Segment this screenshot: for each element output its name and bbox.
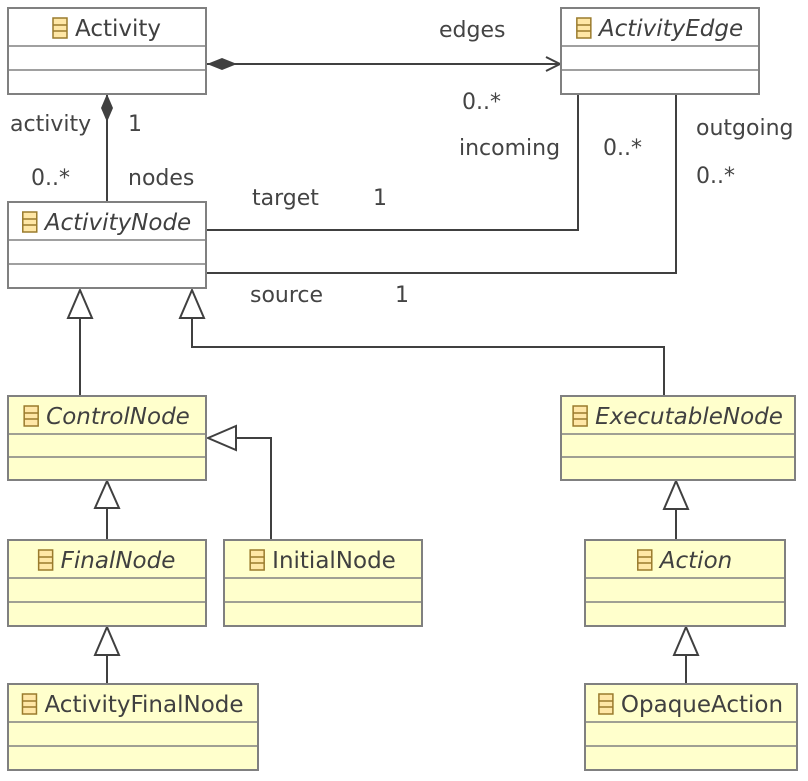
- composition-diamond-icon: [207, 58, 237, 70]
- generalization-arrow-icon: [93, 478, 121, 509]
- class-box-frame: [7, 683, 259, 771]
- label-target-multiplicity: 1: [373, 186, 387, 211]
- label-incoming-multiplicity: 0..*: [603, 136, 642, 161]
- label-incoming-role: incoming: [459, 136, 560, 161]
- label-source-role: source: [250, 283, 323, 308]
- label-target-role: target: [252, 186, 319, 211]
- class-box-action[interactable]: Action: [584, 539, 786, 627]
- label-source-multiplicity: 1: [395, 283, 409, 308]
- label-edges-multiplicity: 0..*: [462, 90, 501, 115]
- class-name-activitynode: ActivityNode: [43, 210, 191, 236]
- generalization-executablenode[interactable]: [178, 287, 665, 396]
- composition-diamond-icon: [101, 94, 113, 122]
- class-box-frame: [7, 201, 207, 289]
- generalization-arrow-icon: [66, 287, 94, 319]
- generalization-arrow-icon: [672, 624, 700, 656]
- class-icon: [598, 693, 614, 715]
- class-box-frame: [560, 7, 760, 95]
- generalization-arrow-icon: [662, 478, 690, 510]
- class-icon: [22, 211, 38, 233]
- generalization-opaqueaction[interactable]: [672, 624, 700, 684]
- label-outgoing-role: outgoing: [696, 116, 793, 141]
- class-name-activity: Activity: [75, 16, 161, 42]
- class-box-opaqueaction[interactable]: OpaqueAction: [584, 683, 798, 771]
- class-name-initialnode: InitialNode: [272, 548, 396, 574]
- class-icon: [52, 17, 68, 39]
- class-name-opaqueaction: OpaqueAction: [621, 692, 783, 718]
- association-nodes[interactable]: [101, 94, 113, 202]
- class-name-controlnode: ControlNode: [46, 404, 190, 430]
- class-icon: [37, 549, 54, 571]
- class-box-frame: [560, 395, 796, 481]
- class-box-controlnode[interactable]: ControlNode: [7, 395, 207, 481]
- label-activity-multiplicity: 1: [128, 112, 142, 137]
- class-box-finalnode[interactable]: FinalNode: [7, 539, 207, 627]
- class-icon: [572, 405, 588, 427]
- label-outgoing-multiplicity: 0..*: [696, 164, 735, 189]
- generalization-activityfinalnode[interactable]: [93, 624, 121, 684]
- class-box-activityedge[interactable]: ActivityEdge: [560, 7, 760, 95]
- class-box-executablenode[interactable]: ExecutableNode: [560, 395, 796, 481]
- class-box-activity[interactable]: Activity: [7, 7, 207, 95]
- class-box-frame: [7, 395, 207, 481]
- class-box-frame: [584, 683, 798, 771]
- class-icon: [23, 405, 39, 427]
- generalization-finalnode[interactable]: [93, 478, 121, 540]
- generalization-arrow-icon: [93, 624, 121, 656]
- class-box-frame: [584, 539, 786, 627]
- class-box-activitynode[interactable]: ActivityNode: [7, 201, 207, 289]
- class-name-action: Action: [658, 548, 732, 574]
- class-name-finalnode: FinalNode: [61, 548, 176, 574]
- class-icon: [637, 549, 653, 571]
- classes-layer: Activity ActivityEdgeActivityNodeControlN…: [7, 7, 798, 771]
- association-target[interactable]: [207, 95, 579, 231]
- generalization-arrow-icon: [178, 287, 206, 319]
- class-box-frame: [7, 7, 207, 95]
- class-name-activityedge: ActivityEdge: [597, 16, 743, 42]
- class-box-activityfinalnode[interactable]: ActivityFinalNode: [7, 683, 259, 771]
- association-edges[interactable]: [207, 56, 563, 72]
- class-name-activityfinalnode: ActivityFinalNode: [44, 692, 243, 718]
- association-source[interactable]: [207, 95, 677, 274]
- label-activity-role: activity: [10, 112, 91, 137]
- generalization-initialnode[interactable]: [205, 424, 272, 540]
- label-nodes-multiplicity: 0..*: [31, 166, 70, 191]
- label-nodes-role: nodes: [128, 166, 194, 191]
- class-name-executablenode: ExecutableNode: [595, 404, 783, 430]
- class-icon: [576, 17, 592, 39]
- generalization-controlnode[interactable]: [66, 287, 94, 396]
- class-icon: [249, 549, 265, 571]
- generalization-arrow-icon: [205, 424, 237, 452]
- label-edges-role: edges: [439, 18, 505, 43]
- class-icon: [21, 693, 38, 715]
- class-box-initialnode[interactable]: InitialNode: [223, 539, 423, 627]
- generalization-action[interactable]: [662, 478, 690, 540]
